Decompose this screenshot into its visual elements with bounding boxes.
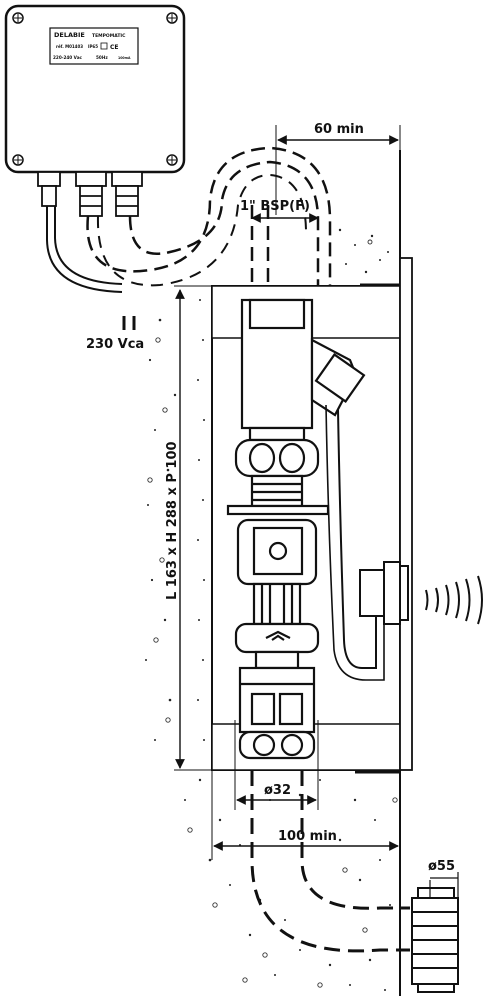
sensor-waves-icon (425, 575, 483, 625)
control-box: DELABIE TEMPOMATIC réf. M01403 IP65 CE 2… (4, 4, 186, 174)
brand-text: DELABIE (54, 31, 85, 39)
cable-glands (37, 171, 143, 217)
flexible-conduits (86, 146, 332, 360)
outlet-fitting (411, 887, 459, 993)
dim-100-label: 100 min (278, 829, 337, 844)
ce-mark: CE (110, 44, 119, 51)
wall-open-circles (147, 239, 398, 988)
valve-assembly (226, 298, 366, 760)
dim-d55-label: ø55 (428, 859, 455, 874)
ip-text: IP65 (88, 44, 98, 49)
dim-box-label: L 163 x H 288 x P 100 (165, 441, 180, 600)
power-cable (46, 206, 123, 293)
sensor-unit (359, 561, 409, 625)
supply-dashes (122, 316, 136, 330)
current-text: 100mA (118, 56, 131, 60)
dim-d32-label: ø32 (264, 783, 291, 798)
product-text: TEMPOMATIC (92, 33, 126, 39)
wall-stipple (145, 228, 391, 991)
dim-60-label: 60 min (314, 122, 364, 137)
voltage-text: 220-240 Vac (53, 55, 83, 60)
freq-text: 50Hz (96, 55, 108, 60)
drain-pipe (250, 770, 410, 953)
rating-label-plate (49, 27, 139, 65)
supply-label: 230 Vca (86, 337, 144, 352)
ref-text: réf. M01403 (56, 44, 83, 49)
sensor-cable (337, 409, 377, 669)
dim-bsp-label: 1" BSP(F) (240, 199, 310, 214)
